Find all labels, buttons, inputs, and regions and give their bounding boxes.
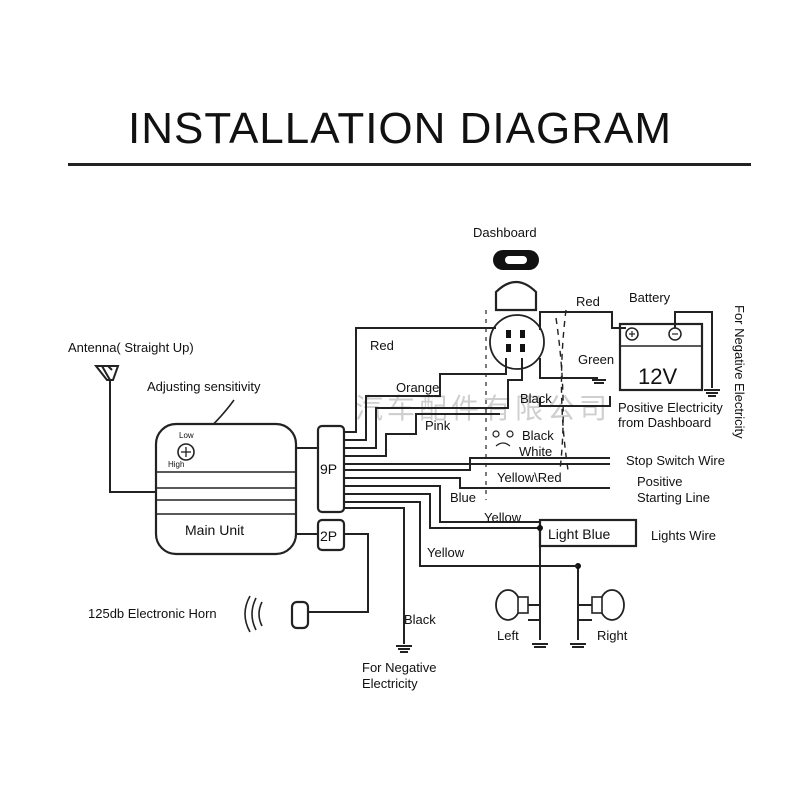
ignition-switch-icon: [489, 280, 545, 370]
wire-label-orange: Orange: [396, 380, 439, 395]
right-light-label: Right: [597, 628, 628, 643]
horn-sound-icon: [244, 595, 263, 633]
wire-black-upper: [344, 358, 523, 449]
switch-icon: [492, 430, 514, 447]
wire-stop-switch-return: [344, 457, 610, 471]
connector-2p-label: 2P: [320, 528, 337, 544]
positive-electricity-label-2: from Dashboard: [618, 415, 711, 430]
wire-label-yellow-upper: Yellow: [484, 510, 522, 525]
antenna-icon: [93, 365, 158, 493]
knob-low-label: Low: [179, 431, 194, 440]
wire-black-ground: [344, 507, 405, 644]
wire-positive-dashboard: [539, 396, 611, 407]
left-light-label: Left: [497, 628, 519, 643]
battery-icon: [618, 322, 704, 392]
negative-electricity-label-bottom-2: Electricity: [362, 676, 418, 691]
wire-light-connect: [528, 565, 592, 621]
lights-wire-label: Lights Wire: [651, 528, 716, 543]
right-light-icon: [578, 589, 625, 621]
wire-blue: [344, 485, 636, 523]
ground-symbol-left: [532, 643, 548, 648]
dashed-line-2: [555, 317, 564, 471]
wire-red: [344, 327, 496, 433]
wire-battery-negative: [674, 311, 713, 388]
connector-9p-label: 9P: [320, 461, 337, 477]
main-unit-icon: [154, 422, 298, 556]
wire-label-black-upper: Black: [520, 391, 552, 406]
light-blue-box: [538, 518, 638, 548]
junction-dot-1: [537, 525, 543, 531]
dashboard-label: Dashboard: [473, 225, 537, 240]
wire-yellow-red: [344, 477, 610, 489]
wire-green: [539, 358, 598, 379]
dashed-line: [560, 309, 569, 471]
wire-label-yellow-red: Yellow\Red: [497, 470, 562, 485]
ground-symbol-right: [570, 643, 586, 648]
wire-label-black-ground: Black: [404, 612, 436, 627]
horn-label: 125db Electronic Horn: [88, 606, 217, 621]
wire-label-blue: Blue: [450, 490, 476, 505]
wire-label-green: Green: [578, 352, 614, 367]
dashboard-indicator-icon: [493, 250, 539, 270]
wire-label-pink: Pink: [425, 418, 451, 433]
stop-switch-wire-label: Stop Switch Wire: [626, 453, 725, 468]
positive-starting-line-label-2: Starting Line: [637, 490, 710, 505]
ground-symbol-battery: [704, 389, 720, 397]
antenna-label: Antenna( Straight Up): [68, 340, 194, 355]
negative-electricity-label-right: For Negative Electricity: [732, 305, 747, 439]
light-blue-label: Light Blue: [548, 526, 610, 542]
battery-label: Battery: [629, 290, 671, 305]
page-title: INSTALLATION DIAGRAM: [127, 104, 672, 153]
positive-starting-line-label-1: Positive: [637, 474, 683, 489]
ground-symbol-bottom: [396, 645, 412, 653]
wire-red-battery: [539, 311, 626, 330]
wire-orange: [344, 358, 507, 441]
negative-electricity-label-bottom-1: For Negative: [362, 660, 436, 675]
wire-label-black-white-2: White: [519, 444, 552, 459]
positive-electricity-label-1: Positive Electricity: [618, 400, 723, 415]
wire-yellow-lower: [344, 501, 579, 640]
adjusting-sensitivity-label: Adjusting sensitivity: [147, 379, 261, 394]
horn-icon: [290, 600, 310, 630]
wire-label-yellow-lower: Yellow: [427, 545, 465, 560]
wire-pink: [344, 413, 500, 457]
battery-voltage: 12V: [638, 364, 677, 389]
connector-link: [296, 447, 318, 535]
left-light-icon: [495, 589, 540, 621]
ground-symbol-green: [592, 379, 606, 384]
wire-label-black-white-1: Black: [522, 428, 554, 443]
wire-horn: [308, 533, 369, 613]
title-underline: [68, 163, 751, 166]
wire-label-red: Red: [370, 338, 394, 353]
wire-label-red-top: Red: [576, 294, 600, 309]
main-unit-label: Main Unit: [185, 522, 244, 538]
knob-high-label: High: [168, 460, 184, 469]
